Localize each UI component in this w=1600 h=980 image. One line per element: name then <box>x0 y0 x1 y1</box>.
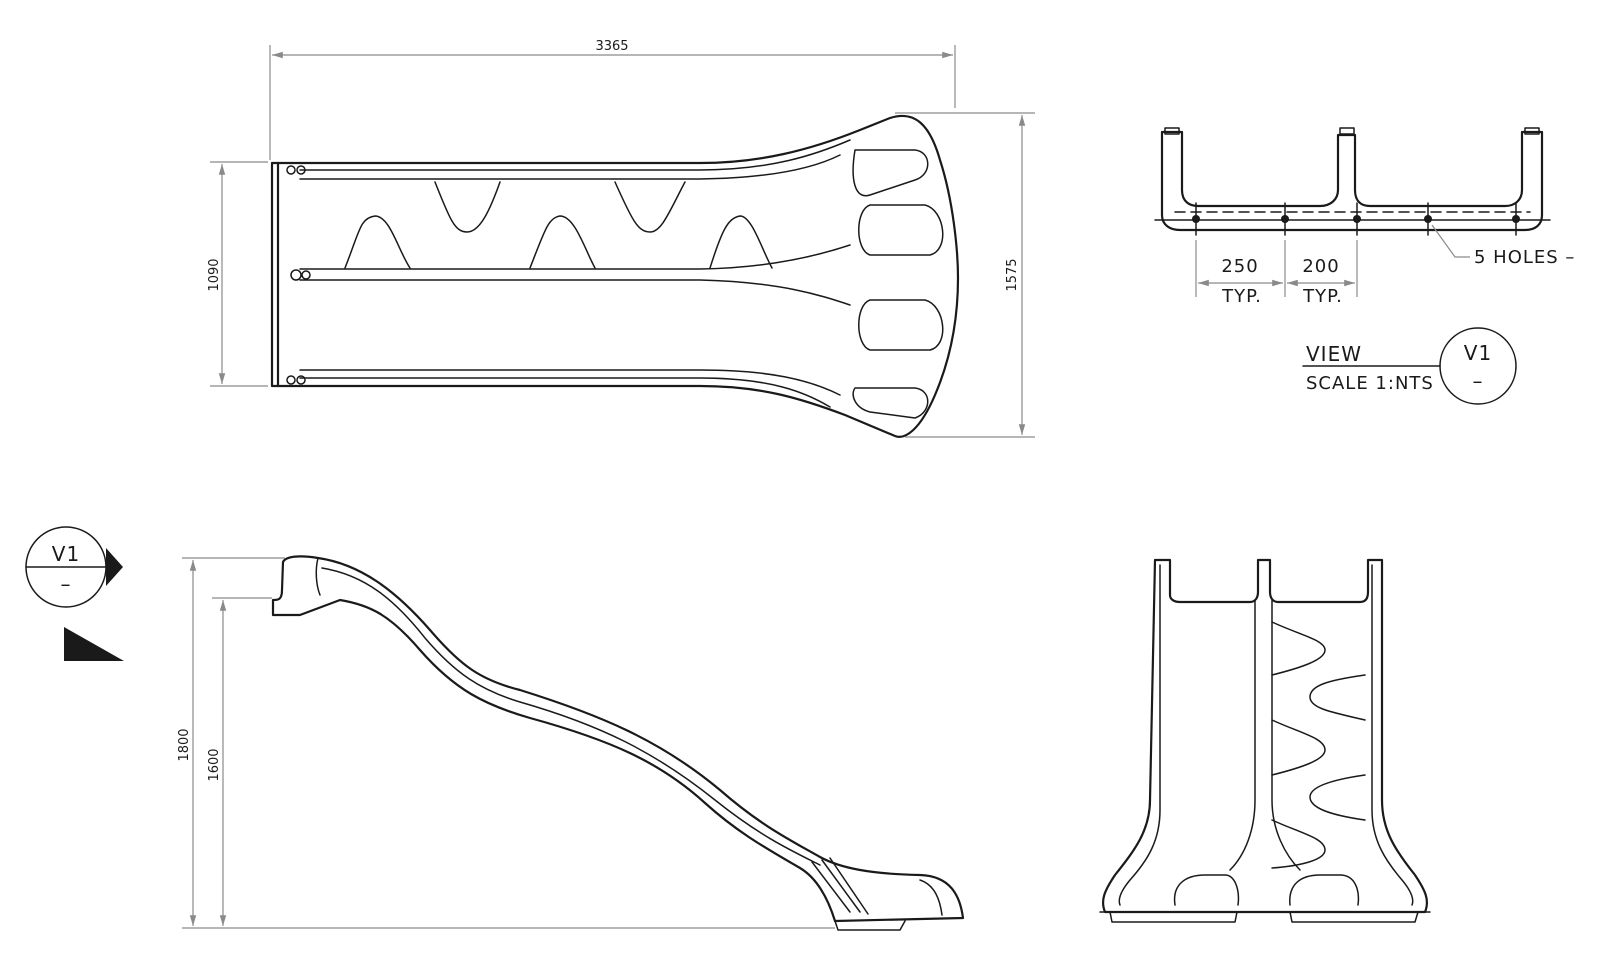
spacing-a-label: 250 <box>1221 256 1258 277</box>
front-view-outline <box>1101 558 1429 914</box>
side-marker-id: V1 <box>52 542 80 566</box>
holes-callout: 5 HOLES – <box>1474 247 1575 268</box>
spacing-b-note: TYP. <box>1302 286 1343 307</box>
inner-width-label: 1090 <box>207 258 222 291</box>
dimension-inner-width: 1090 <box>207 161 268 387</box>
bolt-markers <box>286 165 311 385</box>
view-marker-sheet: – <box>1473 369 1484 393</box>
wave-pattern <box>344 181 773 269</box>
overall-height-label: 1800 <box>177 728 192 761</box>
slope-icon <box>64 627 124 661</box>
spacing-a-note: TYP. <box>1221 286 1262 307</box>
side-profile-outline <box>271 555 965 923</box>
view-label: VIEW <box>1306 342 1362 366</box>
plan-view: 3365 1090 1575 <box>207 39 1035 438</box>
overall-width-label: 1575 <box>1005 258 1020 291</box>
front-wave-ribs <box>1271 621 1366 869</box>
spacing-b-label: 200 <box>1302 256 1339 277</box>
view-marker-id: V1 <box>1464 341 1492 365</box>
plan-outline <box>270 114 960 438</box>
platform-height-label: 1600 <box>207 748 222 781</box>
end-view-outline <box>1160 130 1544 232</box>
view-title-block: VIEW SCALE 1:NTS V1 – <box>1302 327 1517 405</box>
dimension-overall-length: 3365 <box>269 39 956 160</box>
end-view-detail: 250 TYP. 200 TYP. 5 HOLES – <box>1154 127 1575 307</box>
dimension-overall-width: 1575 <box>895 112 1035 438</box>
view-scale: SCALE 1:NTS <box>1306 373 1434 394</box>
side-view-marker: V1 – <box>25 526 123 608</box>
view-marker-circle <box>1439 327 1517 405</box>
front-view <box>1099 558 1431 923</box>
side-view: V1 – 1800 1600 <box>25 526 965 931</box>
overall-length-label: 3365 <box>595 39 628 54</box>
hole-markers <box>1192 202 1520 236</box>
side-marker-sheet: – <box>61 572 72 596</box>
